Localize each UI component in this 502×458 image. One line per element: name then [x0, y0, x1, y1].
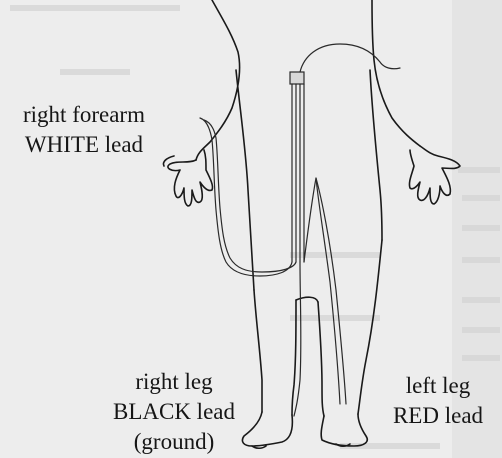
white-lead-cable [200, 118, 292, 276]
left-leg-red-lead-label: left leg RED lead [378, 371, 498, 431]
forearm-label-line1: right forearm [0, 100, 168, 130]
body-outline-left [196, 0, 240, 160]
right-foot [242, 412, 292, 446]
forearm-white-lead-label: right forearm WHITE lead [0, 100, 168, 160]
right-leg-outer [254, 290, 262, 412]
right-leg-label-line3: (ground) [104, 427, 244, 457]
left-foot [321, 414, 367, 446]
left-leg-label-line2: RED lead [378, 401, 498, 431]
right-leg-black-lead-label: right leg BLACK lead (ground) [104, 367, 244, 457]
left-leg-inner [318, 302, 324, 416]
crotch-line [296, 297, 318, 302]
right-hand-outline [168, 150, 213, 206]
main-cable [300, 44, 400, 72]
body-outline-right [372, 0, 420, 146]
right-leg-label-line1: right leg [104, 367, 244, 397]
right-leg-inner [292, 300, 296, 415]
right-arm-inner [236, 70, 254, 290]
left-arm-inner [370, 70, 382, 240]
cable-connector [290, 72, 304, 84]
left-leg-label-line1: left leg [378, 371, 498, 401]
forearm-label-line2: WHITE lead [0, 130, 168, 160]
red-lead-cable [304, 178, 346, 404]
right-leg-label-line2: BLACK lead [104, 397, 244, 427]
left-hand-outline [409, 146, 460, 204]
